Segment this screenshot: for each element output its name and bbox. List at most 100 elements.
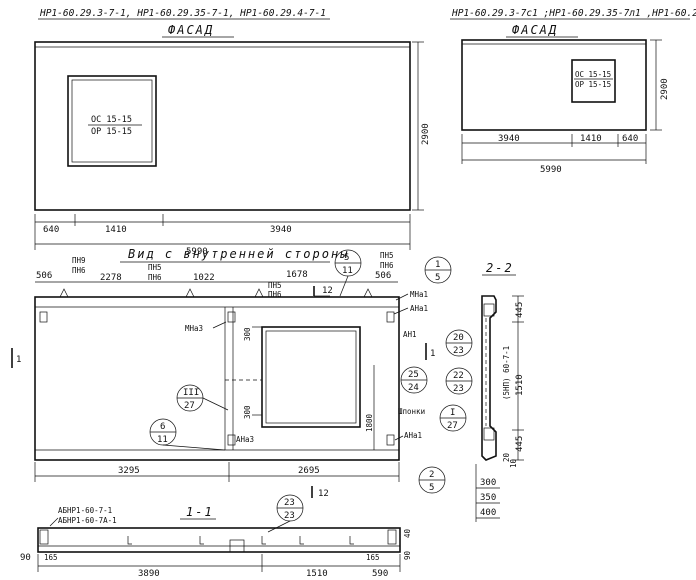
section-11-dim-90-right: 90 bbox=[403, 550, 412, 560]
inner-dim-506-left: 506 bbox=[36, 271, 52, 281]
bubble-III-27: III 27 bbox=[176, 384, 204, 412]
bubble-1-5: 1 5 bbox=[424, 256, 452, 284]
label-pn5-c: ПН5 bbox=[268, 281, 282, 290]
leader-mna3 bbox=[212, 321, 227, 329]
section-22-dim-1510: 1510 bbox=[515, 374, 525, 396]
bubble-2-5-bottom: 5 bbox=[429, 483, 434, 493]
bubble-25-24: 25 24 bbox=[400, 366, 428, 394]
section-1-1: 1-1 АБНР1-60-7-1 АБНР1-60-7А-1 90 165 38… bbox=[20, 505, 412, 579]
inner-dim-1022: 1022 bbox=[193, 273, 215, 283]
section-22-dim-300: 300 bbox=[480, 478, 496, 488]
facade-left-window-bottom-label: ОР 15-15 bbox=[91, 127, 132, 137]
inner-window-opening bbox=[261, 326, 361, 428]
leader-mna1 bbox=[395, 293, 409, 301]
section-22-small-20: 20 bbox=[502, 452, 511, 462]
leader-bubble-23-23 bbox=[267, 520, 291, 533]
facade-right-height-value: 2900 bbox=[660, 78, 670, 100]
facade-right-window-bottom-label: ОР 15-15 bbox=[575, 80, 611, 89]
inner-panel bbox=[34, 296, 400, 461]
leader-bubble-5-11 bbox=[339, 275, 349, 297]
bubble-1-5-bottom: 5 bbox=[435, 273, 440, 283]
bubble-2-5-top: 2 bbox=[429, 470, 434, 480]
label-mna1: МНа1 bbox=[410, 290, 428, 299]
label-pn9: ПН9 bbox=[72, 256, 86, 265]
inner-dim-3295: 3295 bbox=[118, 466, 140, 476]
dim-300-bot: 300 bbox=[243, 405, 252, 419]
label-pn5-mid: ПН5 bbox=[148, 263, 162, 272]
label-pn6-left: ПН6 bbox=[72, 266, 86, 275]
label-shponki: Шпонки bbox=[398, 407, 425, 416]
leader-bubble-6-11 bbox=[162, 444, 226, 451]
label-mna3: МНа3 bbox=[185, 324, 203, 333]
inner-view: Вид с внутренней стороны 506 2278 1022 1… bbox=[11, 247, 435, 499]
label-ana1-bot: АНа1 bbox=[404, 431, 422, 440]
bubble-6-11-bottom: 11 bbox=[157, 435, 168, 445]
bubble-23-23-bottom: 23 bbox=[284, 511, 295, 521]
section-11-dim-590: 590 bbox=[372, 569, 388, 579]
inner-dim-2695: 2695 bbox=[298, 466, 320, 476]
section-22-dim-445-top: 445 bbox=[515, 302, 525, 318]
facade-right-title: ФАСАД bbox=[512, 23, 558, 37]
section-11-dim-90-left: 90 bbox=[20, 553, 31, 563]
leader-ana1-bot bbox=[394, 435, 404, 441]
leader-ana1-top bbox=[393, 307, 409, 315]
facade-right-dim-total: 5990 bbox=[540, 165, 562, 175]
bubble-2-5: 2 5 bbox=[418, 466, 446, 494]
section-22-small-10: 10 bbox=[509, 458, 518, 468]
facade-left-panel bbox=[34, 41, 411, 211]
bubble-22-23: 22 23 bbox=[445, 367, 473, 395]
bubble-25-24-bottom: 24 bbox=[408, 383, 419, 393]
inner-window-inner bbox=[265, 330, 357, 424]
embed-right-bot bbox=[386, 434, 395, 446]
embed-mid-top bbox=[227, 311, 236, 323]
section-22-top-insert bbox=[483, 303, 495, 317]
loop-pn5-mid bbox=[185, 288, 195, 298]
facade-left-window bbox=[67, 75, 157, 167]
section-11-dim-165-right: 165 bbox=[366, 553, 380, 562]
label-ana1-top: АНа1 bbox=[410, 304, 428, 313]
inner-dim-506-right: 506 bbox=[375, 271, 391, 281]
facade-left-dim-total: 5990 bbox=[186, 247, 208, 257]
bubble-23-23: 23 23 bbox=[276, 494, 304, 522]
label-pn6-c: ПН6 bbox=[268, 290, 282, 299]
bubble-III-27-top: III bbox=[183, 388, 199, 398]
facade-right-window-top-label: ОС 15-15 bbox=[575, 70, 611, 79]
facade-left-header: НР1-60.29.3-7-1, НР1-60.29.35-7-1, НР1-6… bbox=[39, 8, 326, 19]
leader-bubble-III-27 bbox=[202, 397, 229, 411]
facade-left-height-value: 2900 bbox=[421, 123, 431, 145]
callout-bubbles: 5 11 1 5 20 23 25 24 22 23 bbox=[149, 249, 473, 533]
section-11-body bbox=[37, 527, 401, 553]
label-an1: АН1 bbox=[403, 330, 417, 339]
section-11-dim-1510: 1510 bbox=[306, 569, 328, 579]
section-22-title: 2-2 bbox=[486, 261, 514, 275]
section-22-dim-445-bot: 445 bbox=[515, 436, 525, 452]
embed-mid-bot bbox=[227, 434, 236, 446]
facade-right-dim-3940: 3940 bbox=[498, 134, 520, 144]
section-12-bottom-label: 12 bbox=[318, 489, 329, 499]
section-11-label-b: АБНР1-60-7А-1 bbox=[58, 516, 117, 525]
section-11-leader bbox=[49, 517, 59, 527]
section-22-bottom-insert bbox=[483, 427, 495, 441]
section-11-dim-40: 40 bbox=[403, 528, 412, 538]
section-11-dim-3890: 3890 bbox=[138, 569, 160, 579]
label-pn5-right: ПН5 bbox=[380, 251, 394, 260]
section-11-dim-165-left: 165 bbox=[44, 553, 58, 562]
facade-left-dim-640: 640 bbox=[43, 225, 59, 235]
label-pn6-right: ПН6 bbox=[380, 261, 394, 270]
bubble-5-11-top: 5 bbox=[344, 253, 349, 263]
bubble-22-23-top: 22 bbox=[453, 371, 464, 381]
label-ana3: АНа3 bbox=[236, 435, 254, 444]
section-11-label-a: АБНР1-60-7-1 bbox=[58, 506, 112, 515]
section-22-profile bbox=[481, 295, 497, 461]
facade-right: НР1-60.29.3-7с1 ;НР1-60.29.35-7л1 ,НР1-6… bbox=[450, 8, 696, 175]
loop-pn9 bbox=[59, 288, 69, 298]
facade-left-title: ФАСАД bbox=[168, 23, 214, 37]
facade-right-window bbox=[571, 59, 616, 103]
embed-left-top bbox=[39, 311, 48, 323]
section-11-title: 1-1 bbox=[186, 505, 214, 519]
section-22-vertical-label: (5НП) 60-7-1 bbox=[502, 346, 511, 400]
bubble-I-27-top: I bbox=[450, 408, 455, 418]
inner-dim-2278: 2278 bbox=[100, 273, 122, 283]
section-2-2: 2-2 445 1510 445 (5НП) 60-7-1 20 10 300 … bbox=[475, 261, 525, 522]
